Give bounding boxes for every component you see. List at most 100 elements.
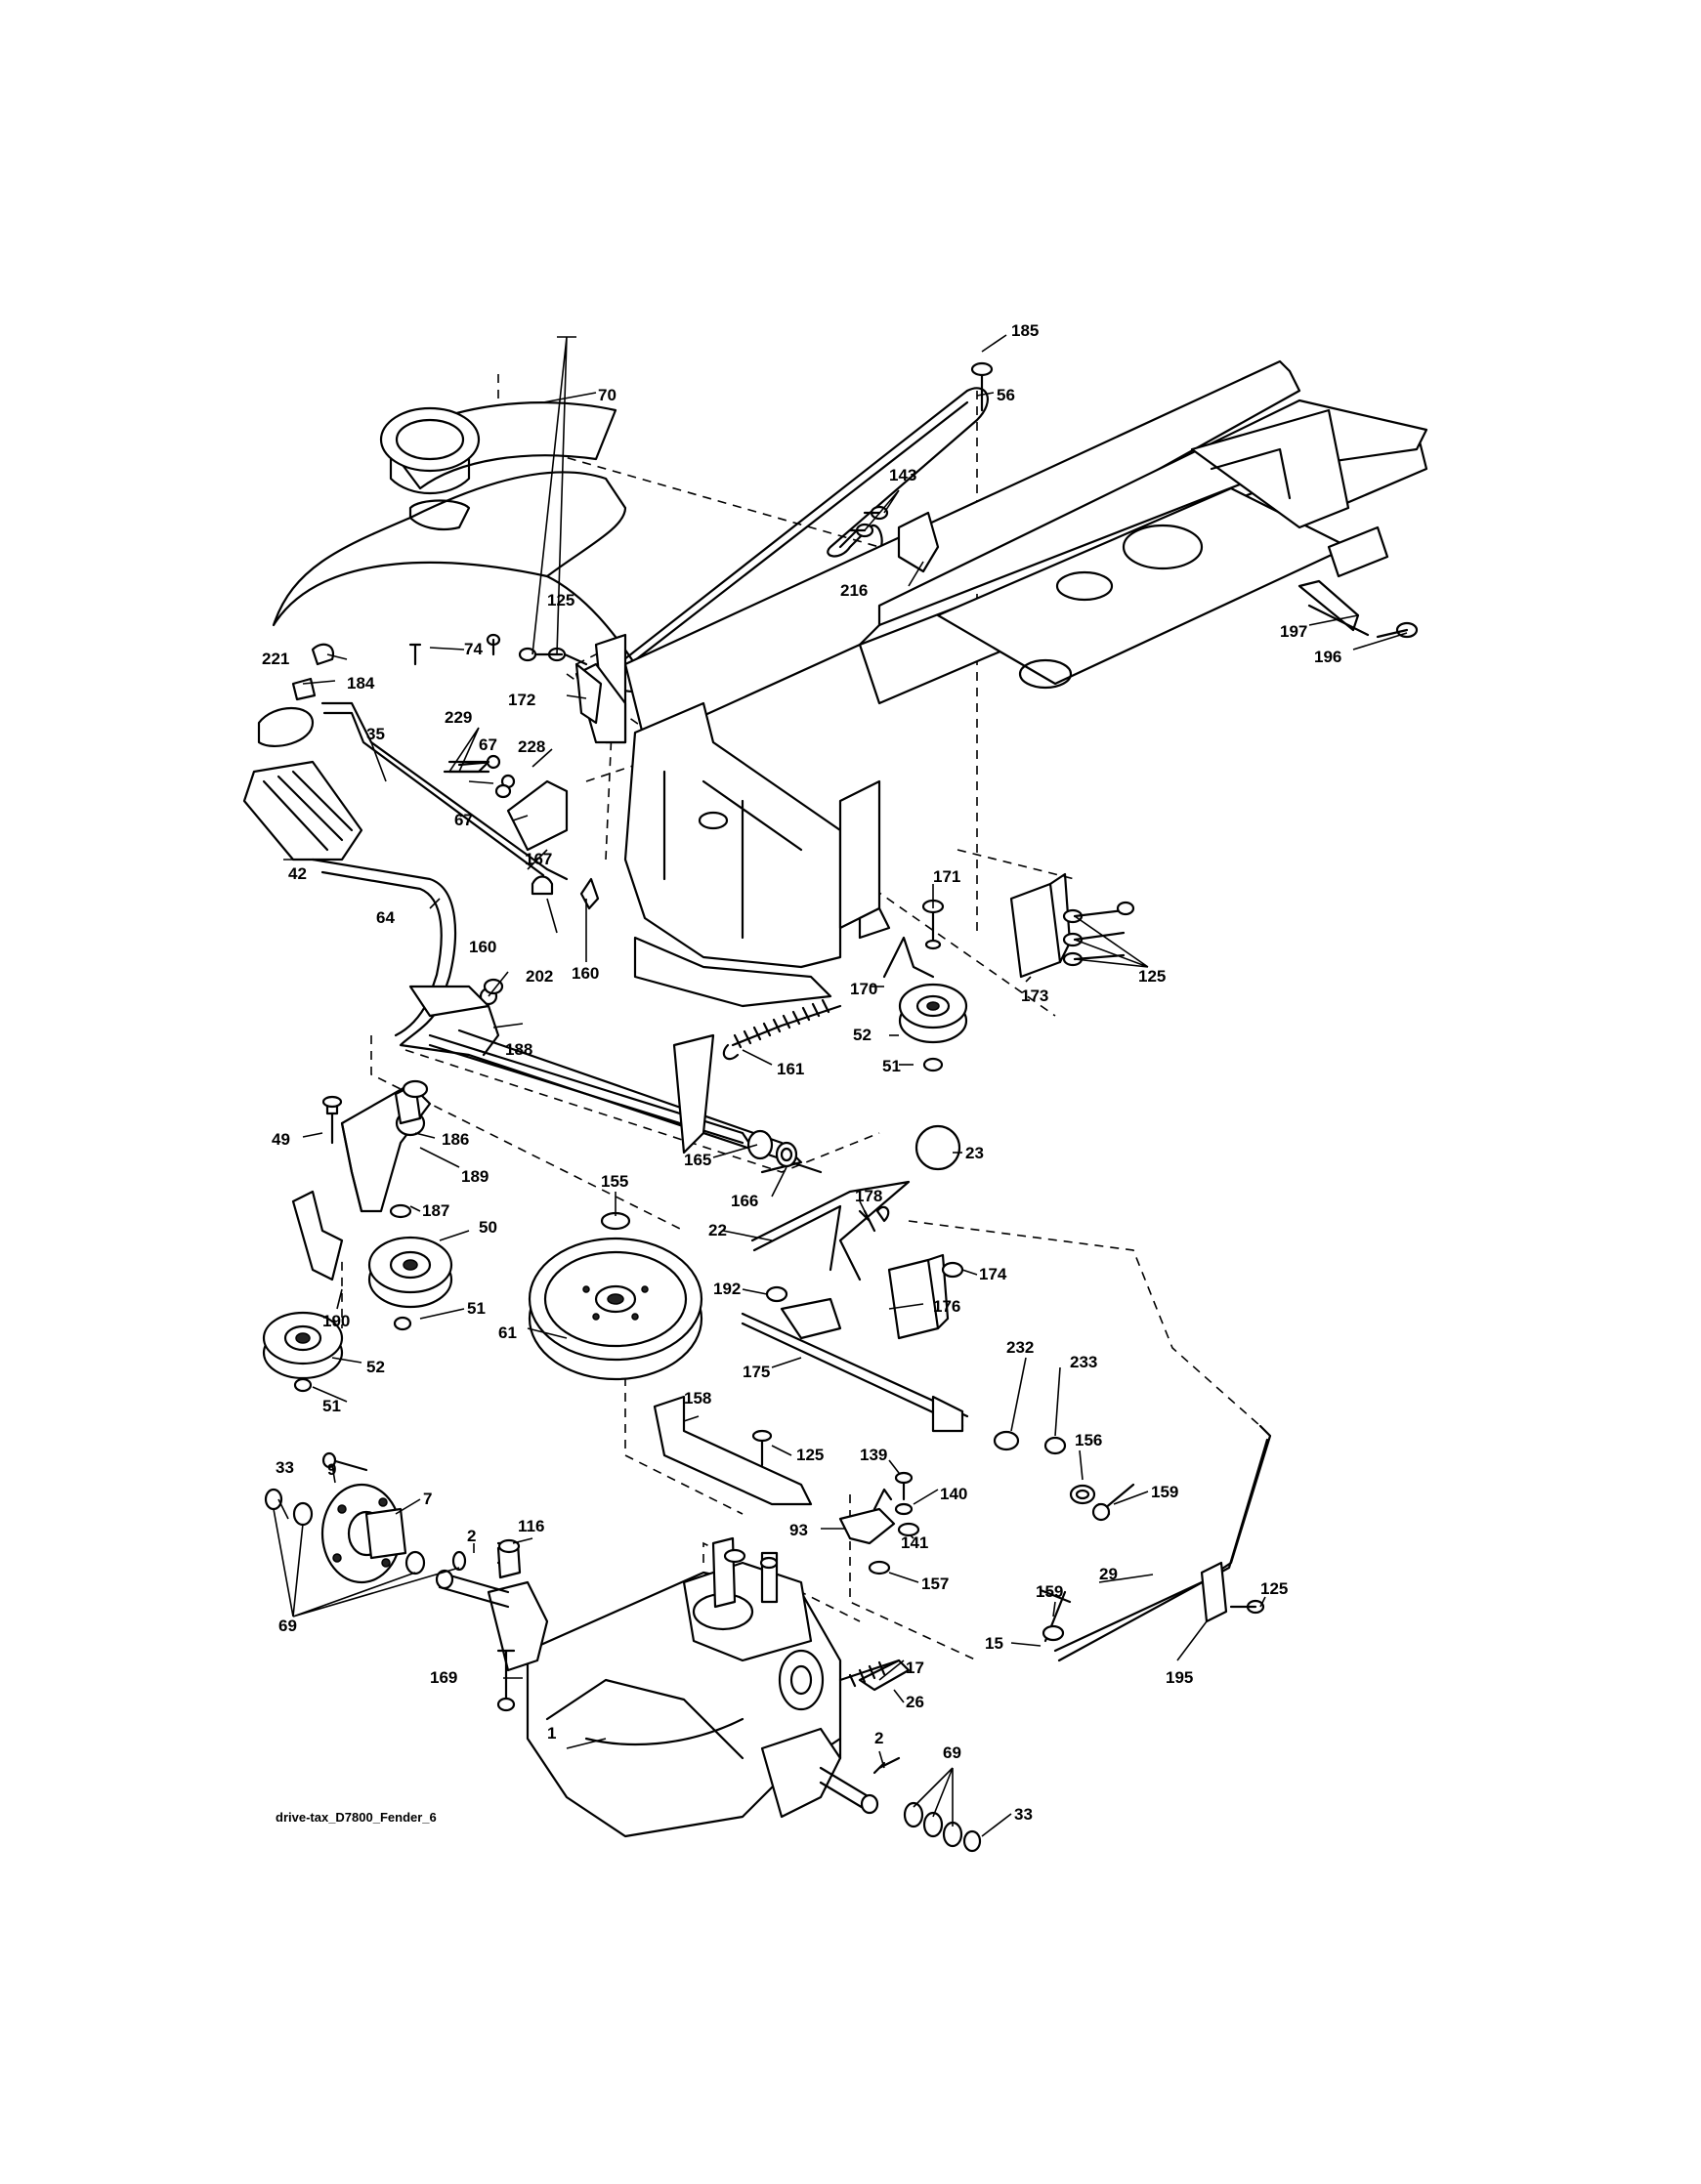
- callout-233: 233: [1070, 1353, 1097, 1371]
- shift-lever-assembly: [242, 677, 569, 881]
- pivot-rod: [428, 1033, 798, 1168]
- bracket-190: [291, 1190, 344, 1281]
- callout-202: 202: [526, 967, 553, 986]
- callout-125-d: 125: [1260, 1579, 1288, 1598]
- callout-35: 35: [366, 725, 385, 743]
- callout-176: 176: [933, 1297, 960, 1316]
- callout-7: 7: [423, 1490, 432, 1508]
- callout-158: 158: [684, 1389, 711, 1407]
- callout-116: 116: [518, 1517, 544, 1535]
- callout-189: 189: [461, 1167, 489, 1186]
- axle-right: [819, 1766, 879, 1815]
- callout-69-a: 69: [278, 1617, 297, 1635]
- callout-173: 173: [1021, 987, 1048, 1005]
- callout-17: 17: [906, 1659, 924, 1677]
- callout-51-a: 51: [882, 1057, 901, 1075]
- callout-141: 141: [901, 1533, 928, 1552]
- brake-rod: [1039, 1424, 1272, 1662]
- callout-188: 188: [505, 1040, 532, 1059]
- callout-185: 185: [1011, 321, 1039, 340]
- chassis-frame: [594, 359, 1428, 1008]
- callout-49: 49: [272, 1130, 290, 1149]
- callout-1: 1: [547, 1724, 556, 1743]
- callout-167: 167: [525, 850, 552, 868]
- callout-52-a: 52: [853, 1026, 872, 1044]
- callout-15: 15: [985, 1634, 1003, 1653]
- callout-186: 186: [442, 1130, 469, 1149]
- callout-216: 216: [840, 581, 868, 600]
- idler-pulley-52-left: [262, 1311, 344, 1393]
- callout-160-b: 160: [572, 964, 599, 983]
- callout-33-a: 33: [276, 1458, 294, 1477]
- callout-171: 171: [933, 867, 960, 886]
- wheel-hub-7: [320, 1483, 407, 1584]
- callout-125-c: 125: [796, 1446, 824, 1464]
- callout-156: 156: [1075, 1431, 1102, 1449]
- axle-left: [435, 1569, 510, 1609]
- callout-50: 50: [479, 1218, 497, 1237]
- bushing-116: [496, 1538, 522, 1579]
- callout-196: 196: [1314, 648, 1341, 666]
- callout-2-b: 2: [874, 1729, 883, 1747]
- callout-174: 174: [979, 1265, 1007, 1283]
- left-brackets: [408, 662, 627, 1057]
- spring-161: [722, 998, 842, 1061]
- callout-172: 172: [508, 691, 535, 709]
- callout-33-b: 33: [1014, 1805, 1033, 1824]
- callout-125-a: 125: [547, 591, 574, 609]
- callout-178: 178: [855, 1187, 882, 1205]
- callout-leaders: [273, 334, 1408, 1837]
- callout-51-b: 51: [467, 1299, 486, 1318]
- callout-161: 161: [777, 1060, 804, 1078]
- callout-23: 23: [965, 1144, 984, 1162]
- control-hardware: [838, 1471, 1135, 1575]
- callout-169: 169: [430, 1668, 457, 1687]
- callout-184: 184: [347, 674, 375, 693]
- transmission-pulley: [528, 1211, 703, 1381]
- idler-pulley-right: [882, 899, 968, 1072]
- callout-9: 9: [327, 1460, 336, 1479]
- bolt-169: [496, 1649, 516, 1712]
- callout-170: 170: [850, 980, 877, 998]
- callout-125-b: 125: [1138, 967, 1166, 986]
- bracket-173: [1009, 872, 1135, 979]
- callout-221: 221: [262, 650, 289, 668]
- bracket-158: [653, 1395, 813, 1506]
- callout-42: 42: [288, 864, 307, 883]
- callout-229: 229: [445, 708, 472, 727]
- callout-166: 166: [731, 1192, 758, 1210]
- callout-61: 61: [498, 1323, 517, 1342]
- callout-157: 157: [921, 1575, 949, 1593]
- transaxle: [487, 1536, 842, 1838]
- callout-56: 56: [997, 386, 1015, 404]
- callout-195: 195: [1166, 1668, 1193, 1687]
- callout-29: 29: [1099, 1565, 1118, 1583]
- callout-190: 190: [322, 1312, 350, 1330]
- fender-assembly: [272, 401, 637, 666]
- callout-93: 93: [789, 1521, 808, 1539]
- idler-bracket: [321, 1079, 432, 1213]
- callout-155: 155: [601, 1172, 628, 1191]
- shift-arm-assembly: [750, 1180, 964, 1340]
- callout-175: 175: [743, 1363, 770, 1381]
- callout-74: 74: [464, 640, 483, 658]
- callout-2-a: 2: [467, 1527, 476, 1545]
- callout-52-b: 52: [366, 1358, 385, 1376]
- callout-51-c: 51: [322, 1397, 341, 1415]
- callout-64: 64: [376, 908, 395, 927]
- callout-232: 232: [1006, 1338, 1034, 1357]
- callout-139: 139: [860, 1446, 887, 1464]
- callout-159-a: 159: [1151, 1483, 1178, 1501]
- callout-159-b: 159: [1036, 1582, 1063, 1601]
- callout-69-b: 69: [943, 1743, 961, 1762]
- callout-160-a: 160: [469, 938, 496, 956]
- diagram-caption: drive-tax_D7800_Fender_6: [276, 1810, 437, 1825]
- callout-22: 22: [708, 1221, 727, 1239]
- callout-67-a: 67: [479, 735, 497, 754]
- callout-26: 26: [906, 1693, 924, 1711]
- callout-labels: 70 56 143 185 216 125 74 221 184 172 35 …: [262, 321, 1341, 1825]
- callout-143: 143: [889, 466, 916, 484]
- shift-rod: [741, 1297, 1096, 1505]
- callout-140: 140: [940, 1485, 967, 1503]
